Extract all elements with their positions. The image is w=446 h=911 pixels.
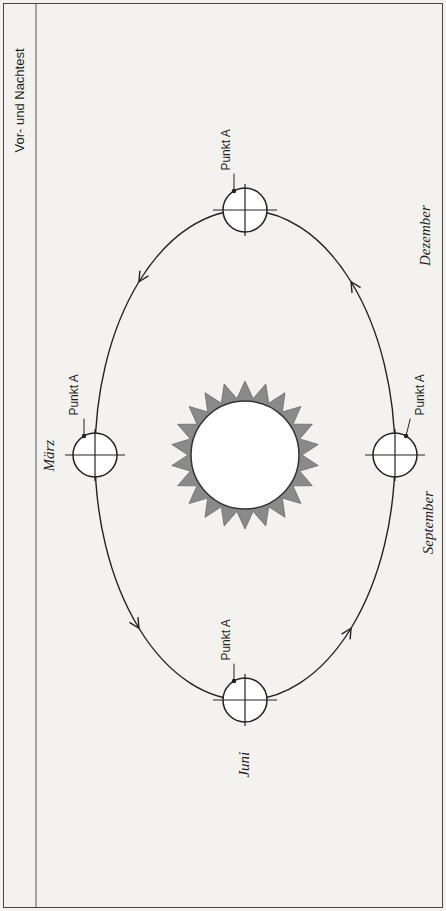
page-frame xyxy=(4,4,443,908)
leader-lines xyxy=(82,174,410,684)
point-label: Punkt A xyxy=(219,129,233,170)
earth xyxy=(65,429,125,481)
earth-equator xyxy=(244,184,245,236)
sun xyxy=(172,381,318,529)
point-marker xyxy=(404,434,408,438)
month-label: Juni xyxy=(236,751,253,777)
orbit xyxy=(95,210,395,700)
leader-line xyxy=(234,664,235,681)
earth-equator xyxy=(394,429,395,481)
month-label: Dezember xyxy=(416,205,433,266)
sun-disc xyxy=(191,401,299,509)
sun-rays xyxy=(172,381,318,529)
point-label: Punkt A xyxy=(413,374,427,415)
earth-equator xyxy=(244,674,245,726)
earth xyxy=(365,429,425,481)
orbit-arrowhead xyxy=(129,617,138,628)
earth-equator xyxy=(94,429,95,481)
orbit-arrowhead xyxy=(342,628,351,639)
running-header: Vor- und Nachtest xyxy=(13,48,28,152)
orbit-arrowhead xyxy=(351,282,360,293)
month-label: März xyxy=(41,439,58,471)
leader-line xyxy=(406,419,410,436)
header-rule xyxy=(36,4,37,907)
leader-line xyxy=(234,174,235,191)
earth xyxy=(213,184,277,236)
point-marker xyxy=(82,434,86,438)
earth xyxy=(213,674,277,726)
sun-rays-shape xyxy=(172,381,318,529)
point-marker xyxy=(232,679,236,683)
point-label: Punkt A xyxy=(219,619,233,660)
point-label: Punkt A xyxy=(67,374,81,415)
orbit-arrows xyxy=(129,271,360,640)
orbit-arrowhead xyxy=(139,271,148,282)
leader-line xyxy=(84,419,85,436)
month-label: September xyxy=(420,490,437,553)
point-marker xyxy=(232,189,236,193)
